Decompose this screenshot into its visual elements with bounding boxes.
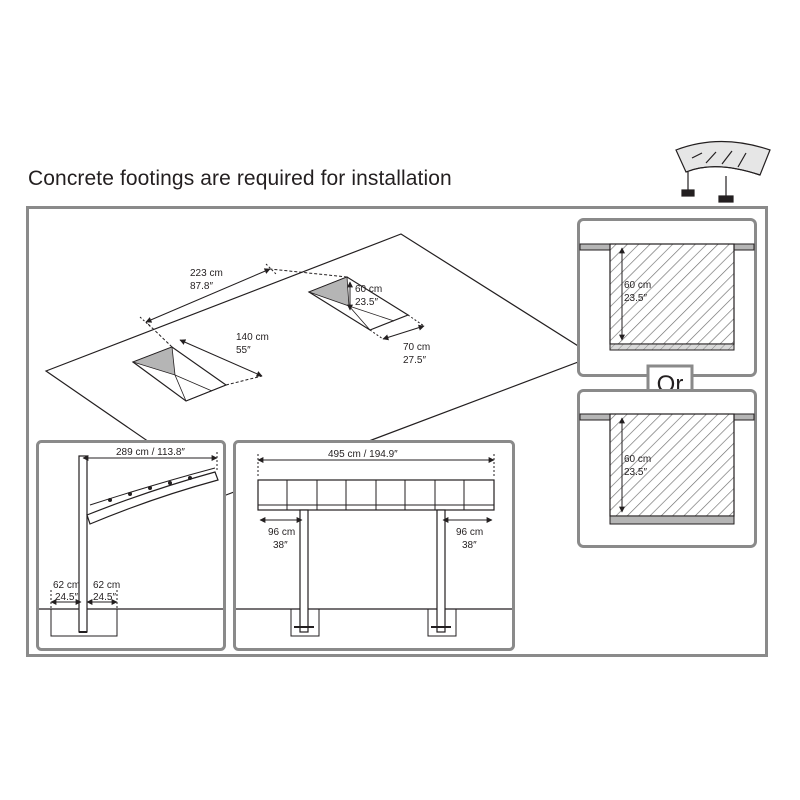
label-side-left-in: 24.5″ [55, 592, 78, 603]
carport-thumbnail-icon [675, 140, 771, 203]
label-footing-size-in: 27.5″ [403, 355, 426, 366]
label-side-right-in: 24.5″ [93, 592, 116, 603]
label-option-a-in: 23.5″ [624, 293, 647, 304]
label-option-a-cm: 60 cm [624, 280, 651, 291]
label-front-span: 495 cm / 194.9″ [328, 449, 398, 460]
dim-line-footing-size [382, 324, 425, 341]
label-side-right-cm: 62 cm [93, 580, 120, 591]
label-left-overhang-in: 38″ [273, 540, 288, 551]
label-option-b-in: 23.5″ [624, 467, 647, 478]
label-depth-cm: 60 cm [355, 284, 382, 295]
footing-detail-option-a: 60 cm 23.5″ [577, 218, 757, 377]
label-footing-size-cm: 70 cm [403, 342, 430, 353]
label-right-overhang-in: 38″ [462, 540, 477, 551]
footing-detail-option-b: 60 cm 23.5″ [577, 389, 757, 548]
dim-line-width [145, 268, 271, 323]
label-side-left-cm: 62 cm [53, 580, 80, 591]
label-width-cm: 223 cm [190, 268, 223, 279]
label-right-overhang-cm: 96 cm [456, 527, 483, 538]
label-length-cm: 140 cm [236, 332, 269, 343]
page-title: Concrete footings are required for insta… [28, 167, 452, 190]
label-width-in: 87.8″ [190, 281, 213, 292]
label-left-overhang-cm: 96 cm [268, 527, 295, 538]
dim-line-length [179, 339, 263, 377]
label-side-span: 289 cm / 113.8″ [116, 447, 185, 458]
front-view-panel: 495 cm / 194.9″ 96 cm 38″ 96 cm 38″ [233, 440, 515, 651]
label-option-b-cm: 60 cm [624, 454, 651, 465]
side-view-panel: 289 cm / 113.8″ 62 cm 24.5″ 62 cm 24.5″ [36, 440, 226, 651]
label-depth-in: 23.5″ [355, 297, 378, 308]
label-length-in: 55″ [236, 345, 251, 356]
